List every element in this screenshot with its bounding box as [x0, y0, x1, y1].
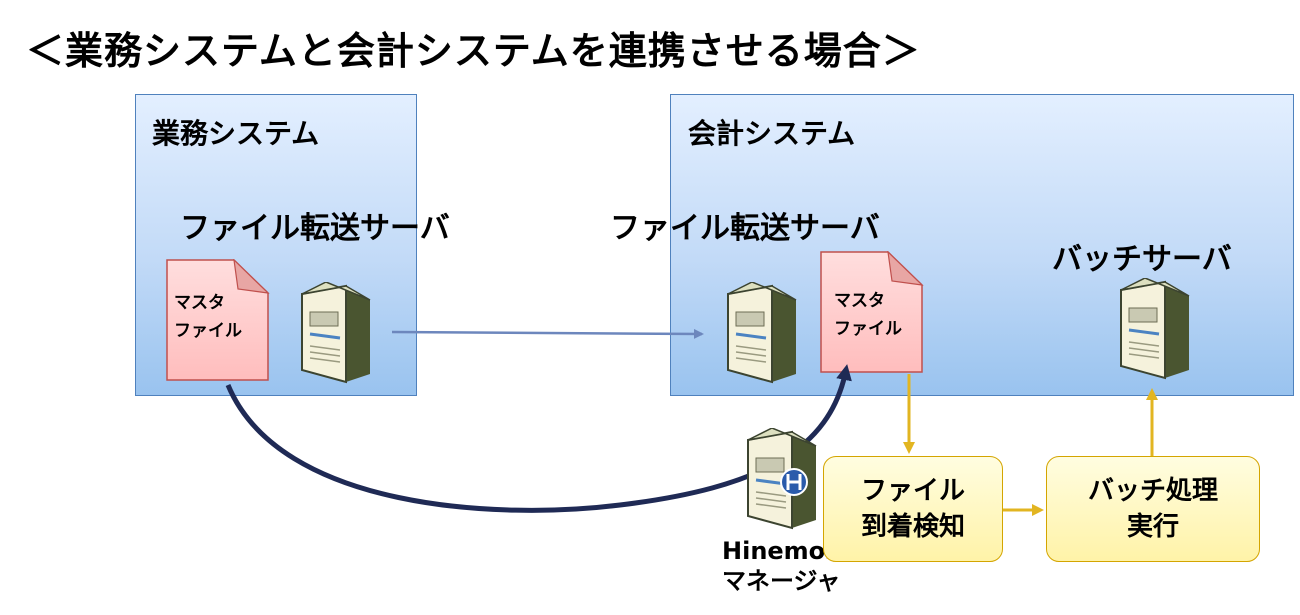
- file-arrival-detection-box: ファイル 到着検知: [823, 456, 1003, 562]
- gyomu-system-label: 業務システム: [152, 117, 320, 150]
- detect-label-line2: 到着検知: [860, 512, 965, 542]
- gyomu-master-file: マスタ ファイル: [166, 259, 270, 381]
- transfer-curve-arrow: [225, 364, 852, 513]
- batch-execution-box: バッチ処理 実行: [1046, 456, 1260, 562]
- document-icon: [820, 251, 924, 373]
- gyomu-transfer-server-icon: [301, 282, 371, 384]
- hinemos-manager-icon: [747, 428, 817, 530]
- batch-label-line1: バッチ処理: [1087, 476, 1218, 506]
- gyomu-transfer-server-label: ファイル転送サーバ: [180, 211, 450, 246]
- page-title: ＜業務システムと会計システムを連携させる場合＞: [26, 29, 921, 73]
- gyomu-file-label-line2: ファイル: [174, 321, 242, 341]
- manager-label-line2: マネージャ: [722, 567, 841, 595]
- manager-label-line1: Hinemos: [722, 537, 840, 565]
- kaikei-transfer-server-icon: [727, 282, 797, 384]
- file-transfer-arrow: [391, 328, 704, 339]
- detect-label-line1: ファイル: [860, 476, 965, 506]
- kaikei-file-label-line2: ファイル: [834, 319, 902, 339]
- gyomu-file-label-line1: マスタ: [174, 293, 225, 313]
- kaikei-master-file: マスタ ファイル: [820, 251, 924, 373]
- kaikei-file-label-line1: マスタ: [834, 291, 885, 311]
- batch-server-icon: [1120, 278, 1190, 380]
- kaikei-transfer-server-label: ファイル転送サーバ: [610, 211, 880, 246]
- kaikei-system-box: [670, 94, 1294, 396]
- document-icon: [166, 259, 270, 381]
- batch-label-line2: 実行: [1126, 512, 1179, 542]
- hinemos-manager-label: Hinemos マネージャ: [722, 536, 840, 596]
- batch-server-label: バッチサーバ: [1052, 242, 1232, 277]
- kaikei-system-label: 会計システム: [688, 117, 856, 150]
